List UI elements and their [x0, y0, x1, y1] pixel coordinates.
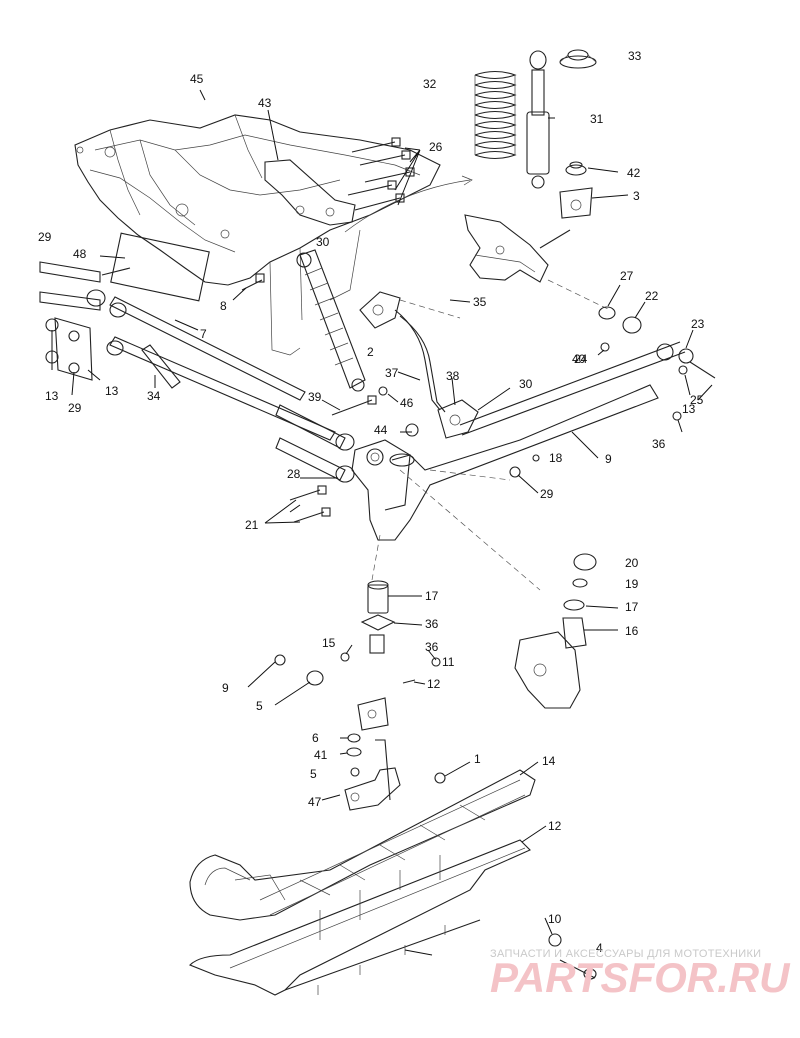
callout-label: 32 — [423, 77, 437, 91]
callout-label: 40 — [572, 352, 586, 366]
callout-label: 26 — [429, 140, 443, 154]
callout-label: 30 — [316, 235, 330, 249]
callout-label: 18 — [549, 451, 563, 465]
callout-label: 19 — [625, 577, 639, 591]
callout-label: 11 — [442, 655, 455, 669]
callout-label: 3 — [633, 189, 640, 203]
part-3 — [559, 187, 593, 219]
callout-label: 48 — [73, 247, 87, 261]
callout-label: 13 — [682, 402, 696, 416]
callout-label: 9 — [605, 452, 612, 466]
callout-label: 34 — [147, 389, 161, 403]
callout-label: 7 — [200, 327, 207, 341]
callout-labels: 4543323331423262948308735272223402131329… — [38, 49, 705, 955]
callout-label: 25 — [690, 393, 704, 407]
callout-label: 24 — [574, 352, 588, 366]
spring-32 — [474, 70, 517, 160]
callout-label: 39 — [308, 390, 322, 404]
callout-label: 13 — [105, 384, 119, 398]
callout-label: 4 — [596, 941, 603, 955]
trailing-arms — [39, 232, 355, 523]
callout-label: 43 — [258, 96, 272, 110]
callout-label: 47 — [308, 795, 322, 809]
cap-33 — [559, 49, 597, 69]
callout-label: 36 — [652, 437, 666, 451]
callout-label: 5 — [310, 767, 317, 781]
callout-label: 13 — [45, 389, 59, 403]
callout-label: 36 — [425, 640, 439, 654]
callout-label: 23 — [691, 317, 705, 331]
callout-label: 29 — [68, 401, 82, 415]
right-spindle — [514, 553, 597, 709]
ski-1 — [189, 767, 536, 921]
callout-label: 45 — [190, 72, 204, 86]
callout-label: 10 — [548, 912, 562, 926]
callout-label: 17 — [425, 589, 439, 603]
callout-label: 2 — [367, 345, 374, 359]
callout-label: 5 — [256, 699, 263, 713]
callout-label: 29 — [540, 487, 554, 501]
watermark-text: ЗАПЧАСТИ И АКСЕССУАРЫ ДЛЯ МОТОТЕХНИКИ — [490, 948, 761, 960]
callout-label: 9 — [222, 681, 229, 695]
callout-label: 15 — [322, 636, 336, 650]
callout-label: 22 — [645, 289, 659, 303]
callout-label: 31 — [590, 112, 604, 126]
steering-assembly — [359, 291, 716, 439]
callout-label: 36 — [425, 617, 439, 631]
callout-label: 41 — [314, 748, 328, 762]
callout-label: 33 — [628, 49, 642, 63]
callout-label: 38 — [446, 369, 460, 383]
shock-40 — [296, 249, 388, 416]
callout-label: 8 — [220, 299, 227, 313]
callout-label: 37 — [385, 366, 399, 380]
watermark-logo: PARTSFOR.RU — [490, 954, 791, 1001]
callout-label: 20 — [625, 556, 639, 570]
callout-label: 6 — [312, 731, 319, 745]
chassis-frame — [74, 114, 473, 356]
callout-label: 28 — [287, 467, 301, 481]
spindle — [351, 384, 659, 591]
callout-label: 46 — [400, 396, 414, 410]
part-42 — [565, 161, 587, 176]
callout-label: 30 — [519, 377, 533, 391]
leader-lines — [51, 89, 713, 956]
callout-label: 16 — [625, 624, 639, 638]
callout-label: 27 — [620, 269, 634, 283]
watermark: ЗАПЧАСТИ И АКСЕССУАРЫ ДЛЯ МОТОТЕХНИКИ PA… — [490, 948, 791, 1001]
lower-parts — [274, 580, 441, 801]
bolts-26 — [347, 137, 415, 211]
callout-label: 12 — [548, 819, 562, 833]
callout-label: 35 — [473, 295, 487, 309]
callout-label: 12 — [427, 677, 441, 691]
upper-bracket — [464, 214, 642, 334]
shock-31 — [526, 50, 550, 189]
callout-label: 44 — [374, 423, 388, 437]
callout-label: 17 — [625, 600, 639, 614]
callout-label: 42 — [627, 166, 641, 180]
callout-label: 29 — [38, 230, 52, 244]
callout-label: 14 — [542, 754, 556, 768]
callout-label: 21 — [245, 518, 259, 532]
callout-label: 1 — [474, 752, 481, 766]
